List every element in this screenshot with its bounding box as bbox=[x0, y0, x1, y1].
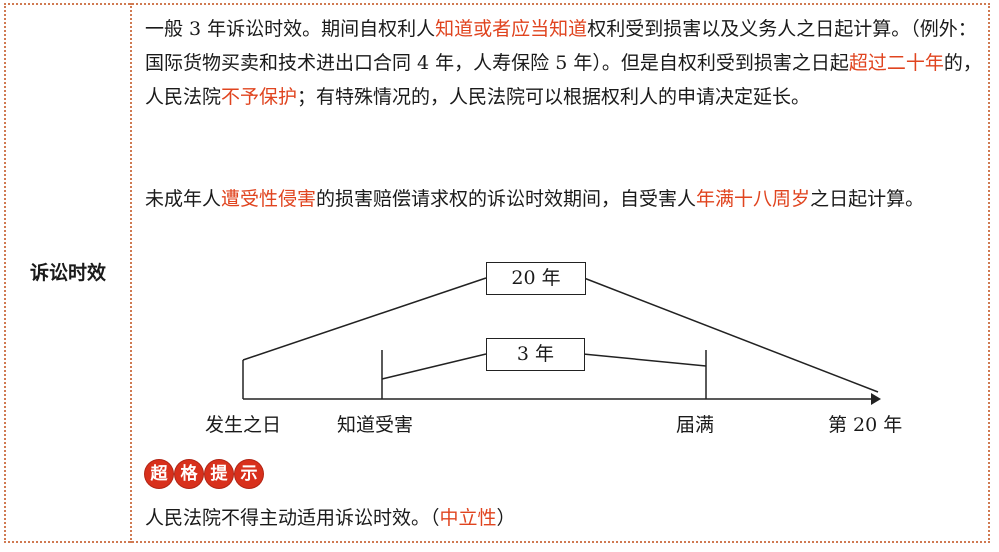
inner-left-slope bbox=[381, 353, 487, 380]
text-segment: 的损害赔偿请求权的诉讼时效期间，自受害人 bbox=[316, 188, 697, 210]
text-segment: 一般 3 年诉讼时效。期间自权利人 bbox=[145, 18, 436, 40]
label-expire: 届满 bbox=[676, 414, 715, 436]
table-frame bbox=[4, 3, 990, 543]
arrow-head bbox=[871, 393, 881, 405]
text-segment: ；有特殊情况的，人民法院可以根据权利人的申请决定延长。 bbox=[297, 86, 811, 108]
text-segment: 未成年人 bbox=[145, 188, 222, 210]
timeline-diagram: 20 年 3 年 发生之日 知道受害 届满 第 20 年 bbox=[140, 262, 980, 452]
tip-char: 示 bbox=[235, 460, 263, 488]
text-segment: 之日起计算。 bbox=[810, 188, 925, 210]
column-divider bbox=[130, 3, 132, 543]
outer-period-box: 20 年 bbox=[486, 262, 586, 295]
text-segment: 的，人民法院 bbox=[145, 52, 982, 108]
label-start: 发生之日 bbox=[205, 414, 282, 436]
tip-char: 格 bbox=[175, 460, 203, 488]
highlight-segment: 不予保护 bbox=[221, 86, 298, 108]
label-know: 知道受害 bbox=[337, 414, 414, 436]
timeline-lines bbox=[242, 277, 881, 405]
row-label: 诉讼时效 bbox=[29, 262, 106, 284]
outer-left-slope bbox=[242, 277, 487, 361]
highlight-segment: 中立性 bbox=[439, 507, 497, 529]
tip-char: 提 bbox=[205, 460, 233, 488]
highlight-segment: 年满十八周岁 bbox=[696, 188, 811, 210]
label-end: 第 20 年 bbox=[828, 414, 903, 436]
text-segment: 权利受到损害以及义务人之日起计算。（例外：国际货物买卖和技术进出口合同 4 年，… bbox=[145, 18, 977, 74]
paragraph-minor-victims: 未成年人遭受性侵害的损害赔偿请求权的诉讼时效期间，自受害人年满十八周岁之日起计算… bbox=[145, 182, 985, 216]
tip-char: 超 bbox=[145, 460, 173, 488]
highlight-segment: 遭受性侵害 bbox=[221, 188, 317, 210]
highlight-segment: 超过二十年 bbox=[848, 52, 944, 74]
highlight-segment: 知道或者应当知道 bbox=[435, 18, 588, 40]
inner-period-box: 3 年 bbox=[486, 338, 585, 371]
text-segment: ） bbox=[496, 507, 516, 529]
outer-right-slope bbox=[583, 277, 879, 393]
text-segment: 人民法院不得主动适用诉讼时效。（ bbox=[145, 507, 440, 529]
tip-note: 人民法院不得主动适用诉讼时效。（中立性） bbox=[145, 503, 516, 533]
tip-badge: 超格提示 bbox=[145, 460, 265, 488]
paragraph-general-limitation: 一般 3 年诉讼时效。期间自权利人知道或者应当知道权利受到损害以及义务人之日起计… bbox=[145, 12, 985, 114]
inner-right-slope bbox=[582, 353, 707, 367]
